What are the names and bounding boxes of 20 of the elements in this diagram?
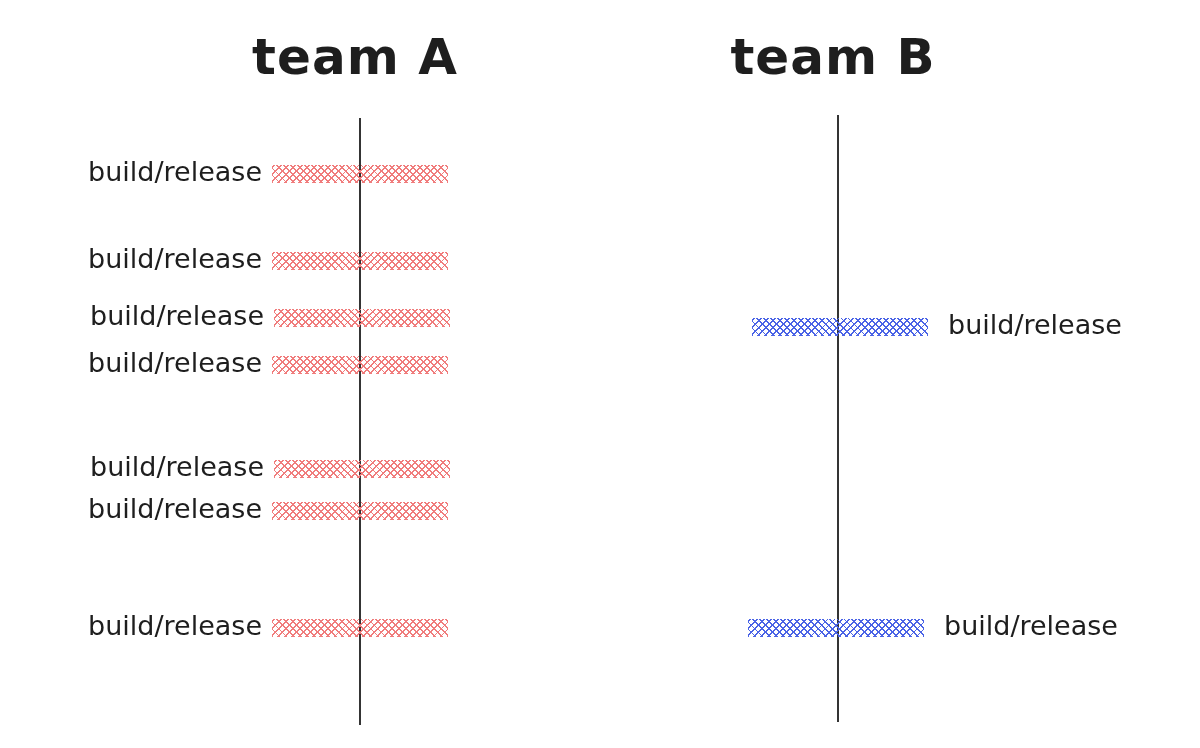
hatched-bar [272, 619, 448, 637]
hatched-bar [748, 619, 924, 637]
hatched-bar [272, 502, 448, 520]
bar-label: build/release [944, 610, 1118, 642]
hatched-bar [752, 318, 928, 336]
hatched-bar [272, 252, 448, 270]
bar-label: build/release [88, 493, 262, 525]
bar-label: build/release [88, 243, 262, 275]
bar-label: build/release [90, 451, 264, 483]
hatched-bar [272, 356, 448, 374]
hatched-bar [272, 165, 448, 183]
hatched-bar [274, 309, 450, 327]
bar-label: build/release [88, 156, 262, 188]
hatched-bar [274, 460, 450, 478]
column-heading: team A [252, 28, 458, 86]
bar-label: build/release [88, 610, 262, 642]
bar-label: build/release [90, 300, 264, 332]
column-heading: team B [730, 28, 936, 86]
bar-label: build/release [948, 309, 1122, 341]
bar-label: build/release [88, 347, 262, 379]
